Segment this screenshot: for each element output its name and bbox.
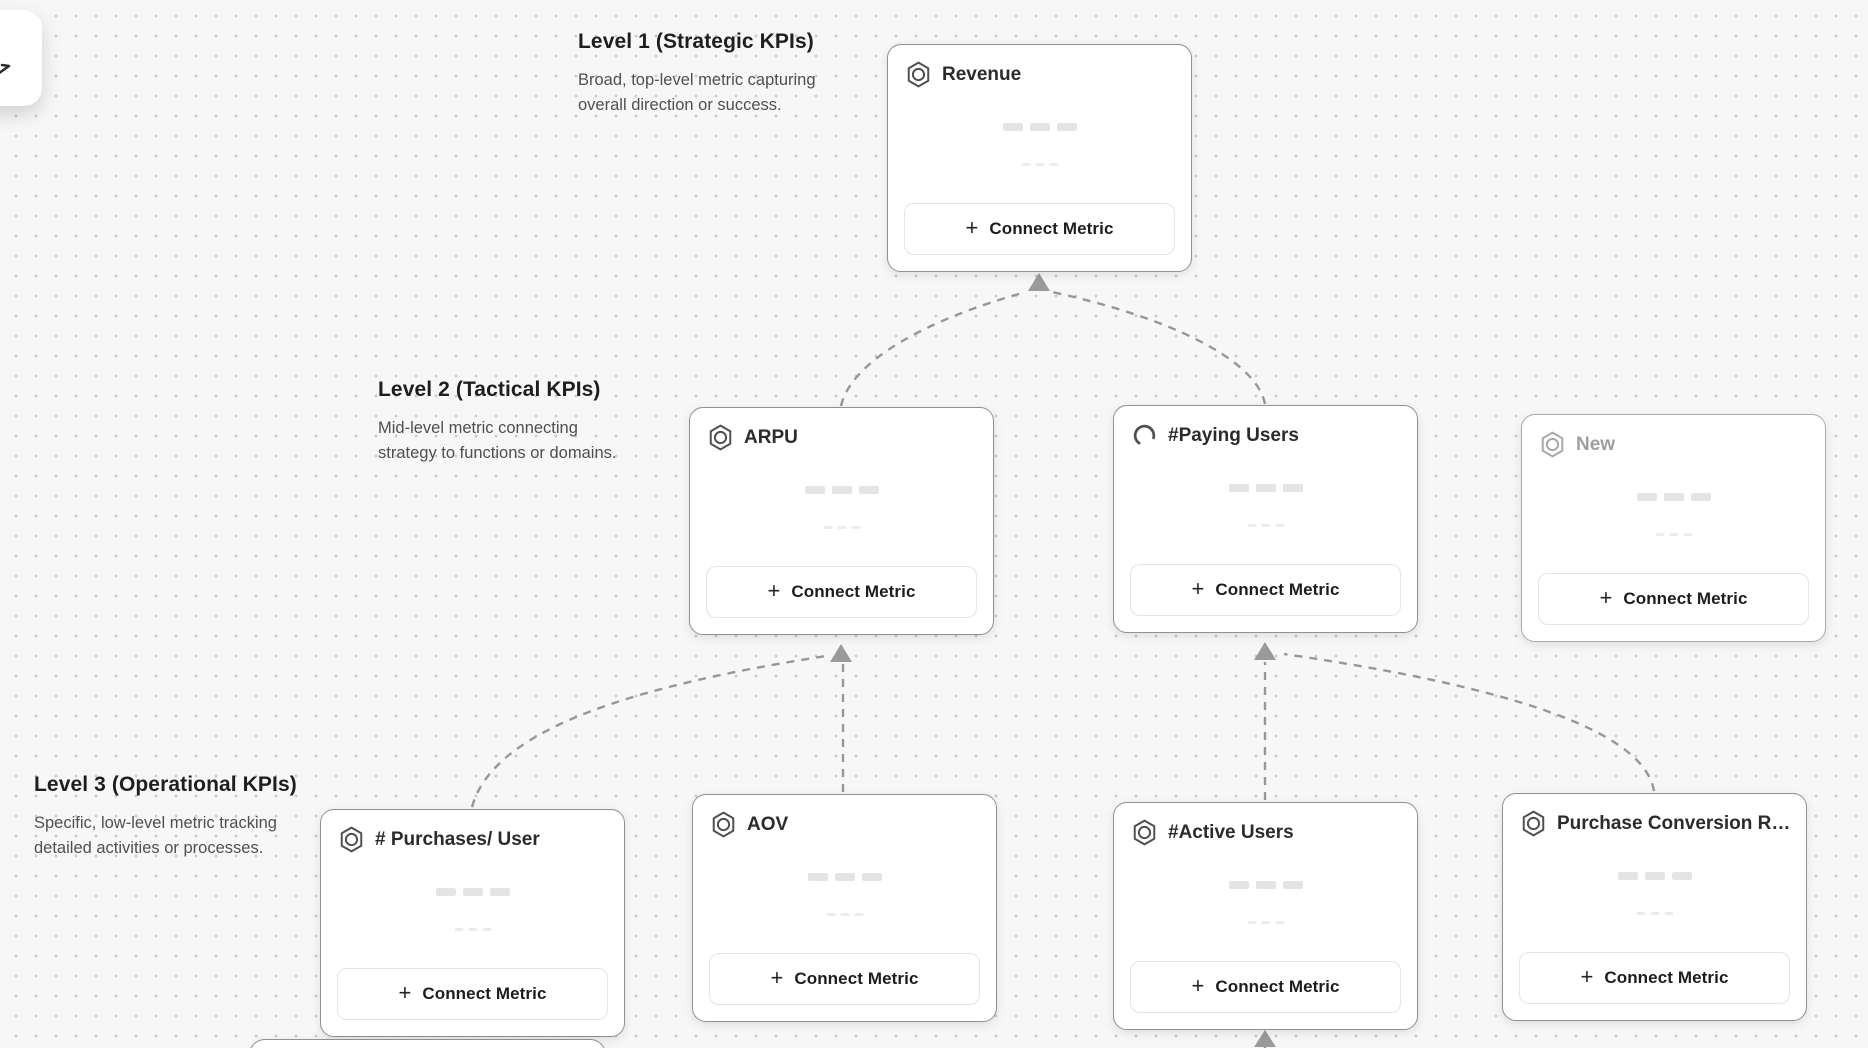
card-title: AOV <box>747 813 789 835</box>
hexagon-target-icon <box>339 826 364 853</box>
level-1-description-line2: overall direction or success. <box>578 96 782 114</box>
legend-skeleton <box>1636 912 1673 915</box>
hexagon-target-icon <box>1540 431 1565 458</box>
connect-metric-label: Connect Metric <box>1604 968 1729 987</box>
plus-icon: + <box>770 965 784 990</box>
level-2-heading: Level 2 (Tactical KPIs) <box>378 378 601 401</box>
chart-skeleton <box>1002 123 1077 131</box>
metric-card-arpu[interactable]: ARPU + Connect Metric <box>689 407 994 635</box>
connect-metric-label: Connect Metric <box>1215 580 1340 599</box>
connect-metric-label: Connect Metric <box>989 219 1114 238</box>
legend-skeleton <box>1247 921 1284 924</box>
connect-metric-button[interactable]: + Connect Metric <box>1130 961 1401 1013</box>
chart-skeleton <box>1228 484 1303 492</box>
card-title: Revenue <box>942 63 1022 85</box>
legend-skeleton <box>823 526 860 529</box>
connect-metric-label: Connect Metric <box>1623 589 1748 608</box>
plus-icon: + <box>1599 585 1613 610</box>
level-2-description-line1: Mid-level metric connecting <box>378 419 578 437</box>
hexagon-target-icon <box>1521 810 1546 837</box>
connect-metric-label: Connect Metric <box>794 969 919 988</box>
card-title: #Active Users <box>1168 821 1294 843</box>
chart-skeleton <box>1228 881 1303 889</box>
hexagon-target-icon <box>1132 819 1157 846</box>
connect-metric-label: Connect Metric <box>1215 977 1340 996</box>
hexagon-target-icon <box>906 61 931 88</box>
legend-skeleton <box>1247 524 1284 527</box>
level-3-description-line2: detailed activities or processes. <box>34 839 264 857</box>
metric-card-purchases-per-user[interactable]: # Purchases/ User + Connect Metric <box>320 809 625 1037</box>
legend-skeleton <box>1655 533 1692 536</box>
card-header: Purchase Conversion Rate <box>1521 810 1792 837</box>
level-2-description-line2: strategy to functions or domains. <box>378 444 617 462</box>
connect-metric-button[interactable]: + Connect Metric <box>1538 573 1809 625</box>
card-header: New <box>1540 431 1811 458</box>
card-header: # Purchases/ User <box>339 826 610 853</box>
card-header: Revenue <box>906 61 1177 88</box>
legend-skeleton <box>454 928 491 931</box>
chart-skeleton <box>1617 872 1692 880</box>
legend-skeleton <box>1021 163 1058 166</box>
card-header: #Paying Users <box>1132 422 1403 449</box>
connect-metric-label: Connect Metric <box>791 582 916 601</box>
connect-metric-button[interactable]: + Connect Metric <box>904 203 1175 255</box>
card-title: ARPU <box>744 426 798 448</box>
connect-metric-button[interactable]: + Connect Metric <box>1130 564 1401 616</box>
metric-card-purchase-conversion-rate[interactable]: Purchase Conversion Rate + Connect Metri… <box>1502 793 1807 1021</box>
level-3-heading: Level 3 (Operational KPIs) <box>34 773 297 796</box>
chart-skeleton <box>807 873 882 881</box>
connect-metric-button[interactable]: + Connect Metric <box>337 968 608 1020</box>
plus-icon: + <box>767 578 781 603</box>
hexagon-target-icon <box>711 811 736 838</box>
metric-card-new[interactable]: New + Connect Metric <box>1521 414 1826 642</box>
card-header: ARPU <box>708 424 979 451</box>
card-title: Purchase Conversion Rate <box>1557 812 1792 834</box>
plus-icon: + <box>1191 576 1205 601</box>
chart-skeleton <box>435 888 510 896</box>
card-title: #Paying Users <box>1168 424 1299 446</box>
plus-icon: + <box>965 215 979 240</box>
card-header: #Active Users <box>1132 819 1403 846</box>
connect-metric-button[interactable]: + Connect Metric <box>1519 952 1790 1004</box>
card-header: AOV <box>711 811 982 838</box>
plus-icon: + <box>1191 973 1205 998</box>
level-1-heading: Level 1 (Strategic KPIs) <box>578 30 814 53</box>
cursor-tool-icon <box>0 58 16 85</box>
legend-skeleton <box>826 913 863 916</box>
card-title: # Purchases/ User <box>375 828 540 850</box>
plus-icon: + <box>398 980 412 1005</box>
plus-icon: + <box>1580 964 1594 989</box>
level-3-description-line1: Specific, low-level metric tracking <box>34 814 277 832</box>
metric-card-aov[interactable]: AOV + Connect Metric <box>692 794 997 1022</box>
connect-metric-label: Connect Metric <box>422 984 547 1003</box>
connect-metric-button[interactable]: + Connect Metric <box>706 566 977 618</box>
metric-card-revenue[interactable]: Revenue + Connect Metric <box>887 44 1192 272</box>
spinner-icon <box>1132 422 1157 449</box>
toolbar-panel-partial[interactable] <box>0 10 42 106</box>
connect-metric-button[interactable]: + Connect Metric <box>709 953 980 1005</box>
level-1-description-line1: Broad, top-level metric capturing <box>578 71 816 89</box>
metric-card-partial-offscreen[interactable] <box>249 1039 606 1048</box>
metric-card-paying-users[interactable]: #Paying Users + Connect Metric <box>1113 405 1418 633</box>
chart-skeleton <box>804 486 879 494</box>
metric-card-active-users[interactable]: #Active Users + Connect Metric <box>1113 802 1418 1030</box>
hexagon-target-icon <box>708 424 733 451</box>
card-title: New <box>1576 433 1616 455</box>
chart-skeleton <box>1636 493 1711 501</box>
